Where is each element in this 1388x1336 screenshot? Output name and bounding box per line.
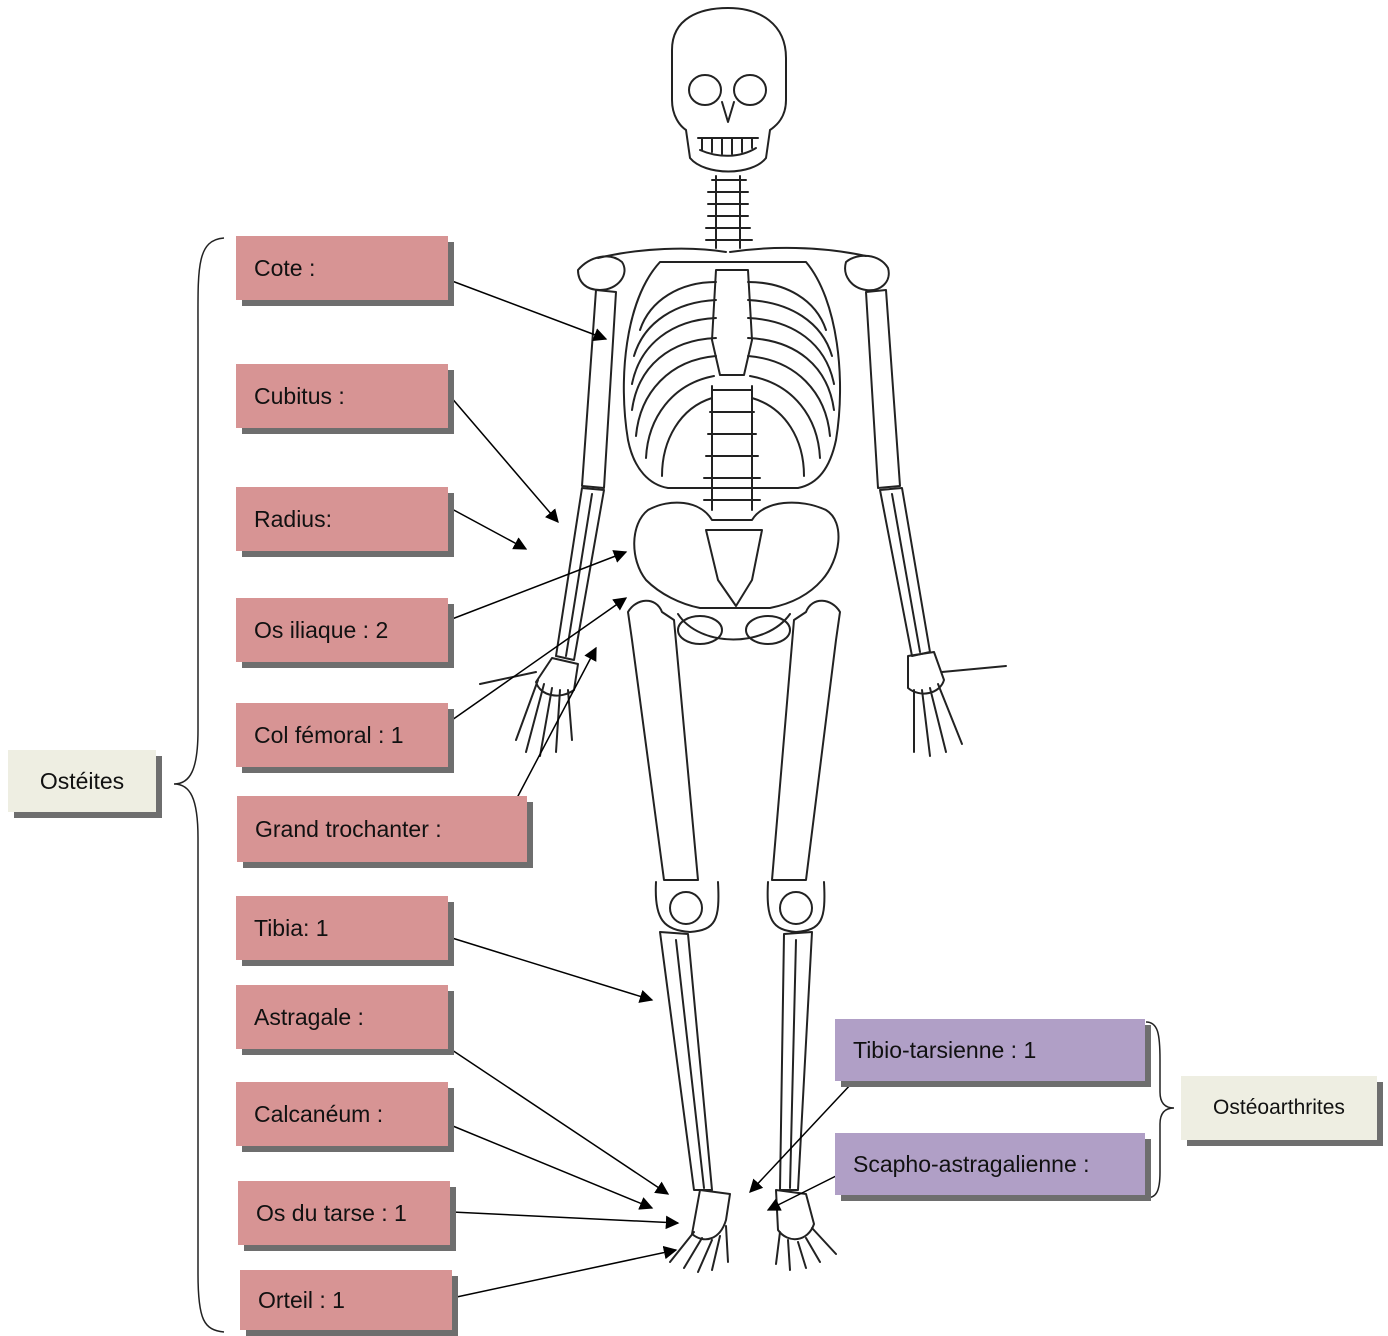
sternum (712, 270, 752, 375)
osteites-group-label: Ostéites (8, 750, 156, 812)
arrow-cubitus (450, 396, 558, 522)
arrow-radius (450, 508, 526, 549)
arrow-tibia (452, 938, 652, 1000)
sacrum (706, 530, 762, 606)
label-tibio-tarsienne: Tibio-tarsienne : 1 (835, 1019, 1145, 1081)
label-radius: Radius: (236, 487, 448, 551)
label-tibia: Tibia: 1 (236, 896, 448, 960)
osteites-brace (174, 238, 224, 1332)
tibia-right (780, 932, 812, 1190)
obturator-left (678, 616, 722, 644)
hand-left (480, 658, 578, 756)
arrow-scapho-astragalienne (768, 1176, 836, 1210)
skeleton-illustration (480, 8, 1006, 1272)
osteoarthrites-group-label: Ostéoarthrites (1181, 1076, 1377, 1140)
foot-left (670, 1190, 730, 1272)
label-os-du-tarse: Os du tarse : 1 (238, 1181, 450, 1245)
clavicle-right (730, 248, 866, 256)
eye-socket-left (689, 75, 721, 105)
shoulder-left (578, 256, 625, 290)
hand-right (908, 652, 1006, 756)
label-cubitus: Cubitus : (236, 364, 448, 428)
arrow-cote (452, 281, 606, 339)
arrow-orteil (452, 1250, 676, 1298)
ribs (632, 282, 834, 476)
femur-right (772, 601, 840, 880)
shoulder-right (845, 256, 889, 291)
nasal-cavity (722, 102, 734, 122)
obturator-right (746, 616, 790, 644)
cervical-vertebrae (706, 176, 752, 248)
label-orteil: Orteil : 1 (240, 1270, 452, 1330)
forearm-left (556, 488, 604, 660)
pelvis (634, 503, 838, 608)
arrow-grand-trochanter (508, 648, 596, 815)
osteoarthrites-brace (1146, 1022, 1174, 1198)
forearm-right (880, 488, 930, 656)
eye-socket-right (734, 75, 766, 105)
label-os-iliaque: Os iliaque : 2 (236, 598, 448, 662)
label-col-femoral: Col fémoral : 1 (236, 703, 448, 767)
label-calcaneum: Calcanéum : (236, 1082, 448, 1146)
label-astragale: Astragale : (236, 985, 448, 1049)
label-grand-trochanter: Grand trochanter : (237, 796, 527, 862)
label-cote: Cote : (236, 236, 448, 300)
humerus-left (582, 290, 616, 488)
humerus-right (866, 290, 900, 488)
tibia-left (660, 932, 712, 1190)
arrow-astragale (452, 1050, 668, 1194)
lumbar-vertebrae (704, 386, 760, 510)
arrow-os-iliaque (452, 552, 626, 619)
clavicle-left (598, 249, 726, 258)
label-scapho-astragalienne: Scapho-astragalienne : (835, 1133, 1145, 1195)
arrow-os-du-tarse (452, 1212, 678, 1223)
jaw (698, 138, 758, 156)
pubis (678, 614, 790, 640)
patella-left (670, 892, 702, 924)
patella-right (780, 892, 812, 924)
arrow-calcaneum (448, 1124, 652, 1208)
